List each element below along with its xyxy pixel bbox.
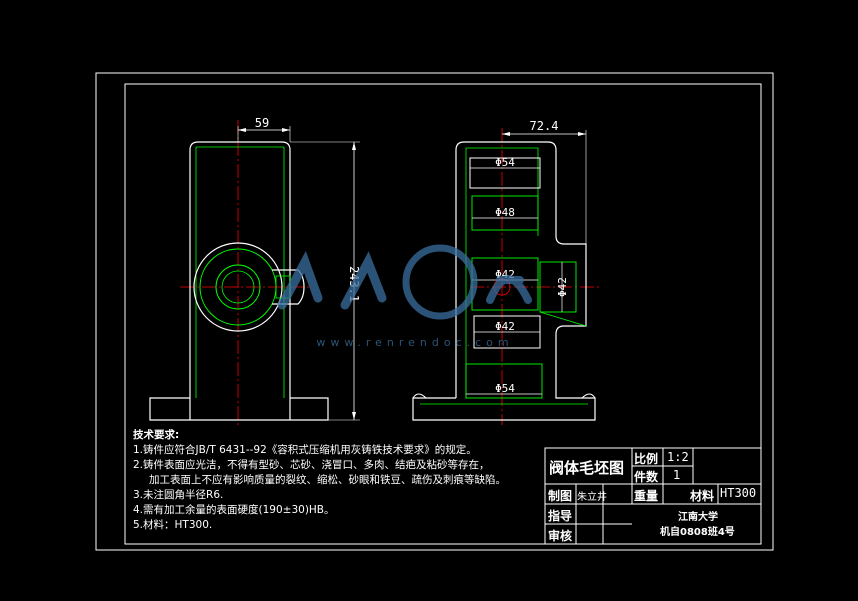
material-value: HT300 [720, 486, 757, 500]
tech-notes-title: 技术要求: [133, 429, 180, 441]
dim-height-arrow-top [352, 142, 356, 150]
watermark-glyph-3 [486, 275, 532, 304]
dim-59-arrow-right [282, 128, 290, 132]
title-block-grid [544, 447, 762, 545]
side-view: 72.4 Φ54 Φ48 Φ42 Φ42 Φ42 Φ54 [412, 119, 600, 425]
scale-label: 比例 [634, 452, 659, 466]
weight-label: 重量 [634, 489, 659, 503]
scale-value: 1:2 [667, 450, 689, 464]
boss-inner-circle [221, 270, 255, 304]
bore-bottom [465, 363, 543, 399]
dim-dia-bottom: Φ54 [495, 382, 515, 395]
tech-note-3: 3.未注圆角半径R6. [133, 489, 224, 501]
dim-dia-side: Φ42 [556, 277, 569, 297]
dim-72-arrow-right [578, 132, 586, 136]
technical-requirements: 技术要求: 1.铸件应符合JB/T 6431--92《容积式压缩机用灰铸铁技术要… [133, 428, 538, 533]
boss-bore-circle [215, 264, 261, 310]
part-name: 阀体毛坯图 [549, 459, 625, 477]
watermark-ring [402, 244, 478, 320]
front-column-outline [189, 141, 291, 420]
side-base-fillets [412, 393, 596, 399]
front-view: 59 243.1 [149, 116, 361, 425]
dim-72-text: 72.4 [530, 119, 559, 133]
class-info: 机自0808班4号 [660, 527, 735, 538]
tech-note-1: 1.铸件应符合JB/T 6431--92《容积式压缩机用灰铸铁技术要求》的规定。 [133, 444, 477, 456]
school-name: 江南大学 [678, 512, 718, 523]
material-label: 材料 [690, 489, 715, 503]
dim-59-arrow-left [238, 128, 246, 132]
watermark: www.renrendoc.com [277, 244, 532, 349]
dim-72-arrow-left [502, 132, 510, 136]
watermark-glyph-2 [340, 251, 387, 310]
outer-frame [95, 72, 774, 551]
dim-59-text: 59 [255, 116, 269, 130]
guide-label: 指导 [548, 509, 573, 523]
front-base-outline [149, 397, 329, 421]
dim-dia-top: Φ54 [495, 156, 515, 169]
bore-upper [471, 195, 539, 231]
review-label: 审核 [548, 529, 573, 543]
tech-note-2: 2.铸件表面应光洁，不得有型砂、芯砂、浇冒口、多肉、结疤及粘砂等存在， [133, 459, 490, 471]
tech-note-2-cont: 加工表面上不应有影响质量的裂纹、缩松、砂眼和铁豆、疏伤及刺痕等缺陷。 [149, 474, 506, 486]
drawn-by: 朱立井 [577, 492, 607, 503]
side-body-outline [412, 141, 596, 421]
dim-dia-lower: Φ42 [495, 320, 515, 333]
side-port [539, 261, 577, 313]
watermark-text: www.renrendoc.com [316, 336, 513, 349]
tech-note-4: 4.需有加工余量的表面硬度(190±30)HB。 [133, 504, 335, 516]
inner-frame [124, 83, 762, 545]
watermark-glyph-1 [277, 250, 323, 310]
dim-dia-upper: Φ48 [495, 206, 515, 219]
qty-value: 1 [673, 468, 681, 482]
tech-note-5: 5.材料：HT300. [133, 519, 213, 531]
qty-label: 件数 [634, 470, 659, 484]
bore-top [469, 157, 541, 189]
dim-height-arrow-bottom [352, 412, 356, 420]
side-port-hidden-edge [539, 311, 587, 327]
drawn-label: 制图 [548, 489, 573, 503]
boss-outer-circle [193, 242, 283, 332]
